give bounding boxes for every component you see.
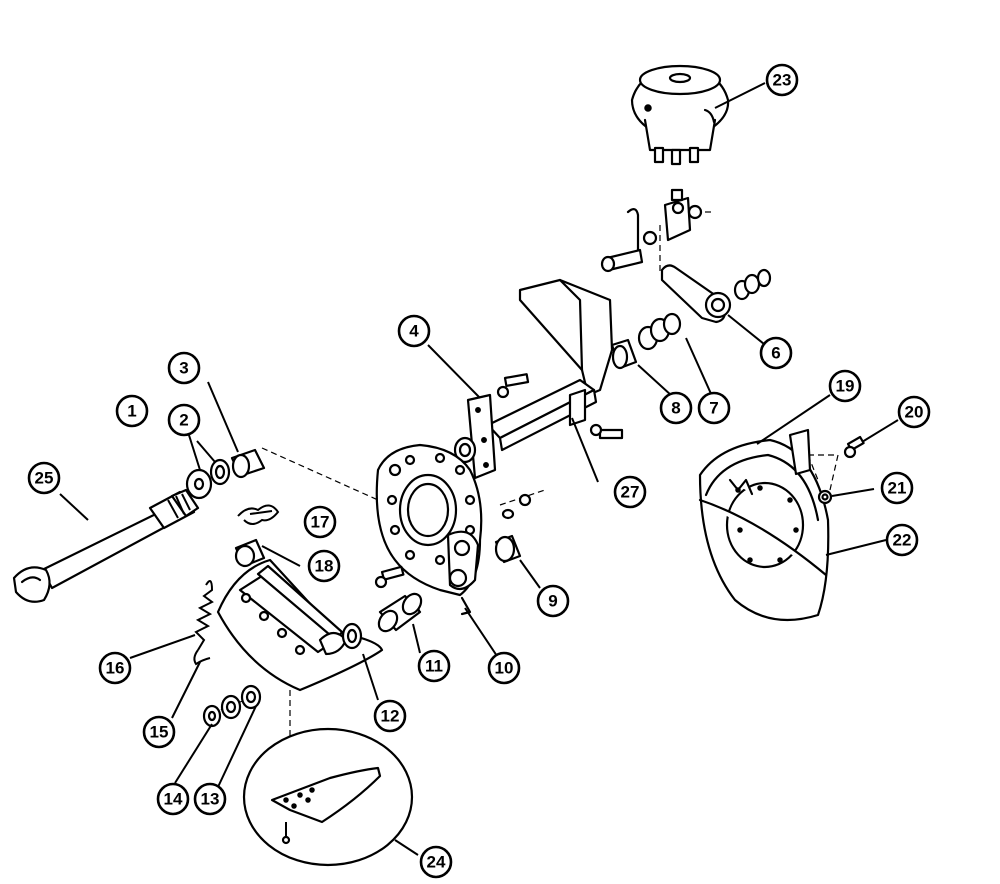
callout-8: 8 bbox=[659, 391, 693, 425]
callout-14: 14 bbox=[156, 782, 190, 816]
callout-4: 4 bbox=[397, 314, 431, 348]
callout-24: 24 bbox=[419, 845, 453, 879]
callout-15: 15 bbox=[142, 715, 176, 749]
camshaft-washers bbox=[185, 448, 266, 500]
bushing-9 bbox=[494, 534, 522, 564]
callout-11: 11 bbox=[417, 649, 451, 683]
callout-17: 17 bbox=[303, 505, 337, 539]
callout-16: 16 bbox=[98, 651, 132, 685]
callout-label: 6 bbox=[771, 344, 780, 363]
callout-label: 15 bbox=[150, 723, 169, 742]
shield-hardware bbox=[817, 435, 865, 505]
anchor-pin bbox=[377, 592, 423, 633]
washers-and-bushing bbox=[610, 312, 682, 370]
callout-25: 25 bbox=[27, 461, 61, 495]
camshaft bbox=[12, 488, 200, 603]
clevis-assembly bbox=[600, 188, 703, 273]
callout-20: 20 bbox=[897, 395, 931, 429]
callout-label: 2 bbox=[179, 411, 188, 430]
callout-label: 11 bbox=[425, 657, 443, 676]
callout-18: 18 bbox=[307, 549, 341, 583]
callout-label: 22 bbox=[893, 531, 912, 550]
slack-adjuster bbox=[660, 264, 772, 324]
callout-22: 22 bbox=[885, 523, 919, 557]
callout-label: 14 bbox=[164, 790, 183, 809]
lining-detail-callout bbox=[242, 727, 414, 867]
callout-label: 17 bbox=[311, 513, 330, 532]
brake-shoe bbox=[216, 558, 384, 692]
camshaft-bracket bbox=[453, 278, 624, 480]
callout-label: 18 bbox=[315, 557, 334, 576]
callout-label: 24 bbox=[427, 853, 446, 872]
callout-label: 20 bbox=[905, 403, 924, 422]
roller bbox=[234, 538, 266, 568]
dust-shield bbox=[698, 428, 830, 622]
callout-27: 27 bbox=[613, 475, 647, 509]
callout-9: 9 bbox=[536, 584, 570, 618]
callout-23: 23 bbox=[765, 63, 799, 97]
callout-3: 3 bbox=[167, 351, 201, 385]
callout-label: 25 bbox=[35, 469, 54, 488]
callout-label: 13 bbox=[201, 790, 220, 809]
callout-label: 10 bbox=[495, 659, 514, 678]
callout-label: 9 bbox=[548, 592, 557, 611]
callout-10: 10 bbox=[487, 651, 521, 685]
return-spring bbox=[193, 580, 214, 666]
spider-bolts bbox=[374, 493, 532, 589]
callout-label: 16 bbox=[106, 659, 125, 678]
callout-leaders bbox=[59, 82, 899, 856]
callout-7: 7 bbox=[697, 391, 731, 425]
callout-1: 1 bbox=[115, 394, 149, 428]
callout-12: 12 bbox=[373, 699, 407, 733]
callout-label: 4 bbox=[409, 322, 419, 341]
shoe-washers bbox=[202, 684, 262, 728]
callout-label: 12 bbox=[381, 707, 400, 726]
callout-label: 21 bbox=[888, 479, 907, 498]
callout-6: 6 bbox=[759, 336, 793, 370]
callout-label: 19 bbox=[836, 377, 855, 396]
spring-clip bbox=[237, 504, 280, 525]
callout-label: 3 bbox=[179, 359, 188, 378]
callout-2: 2 bbox=[167, 403, 201, 437]
callout-label: 1 bbox=[127, 402, 136, 421]
callout-label: 8 bbox=[671, 399, 680, 418]
brake-spider bbox=[375, 443, 483, 616]
callout-label: 7 bbox=[709, 399, 718, 418]
callout-19: 19 bbox=[828, 369, 862, 403]
callout-13: 13 bbox=[193, 782, 227, 816]
callout-label: 27 bbox=[621, 483, 640, 502]
brake-chamber bbox=[630, 64, 730, 166]
callout-21: 21 bbox=[880, 471, 914, 505]
callout-label: 23 bbox=[773, 71, 792, 90]
